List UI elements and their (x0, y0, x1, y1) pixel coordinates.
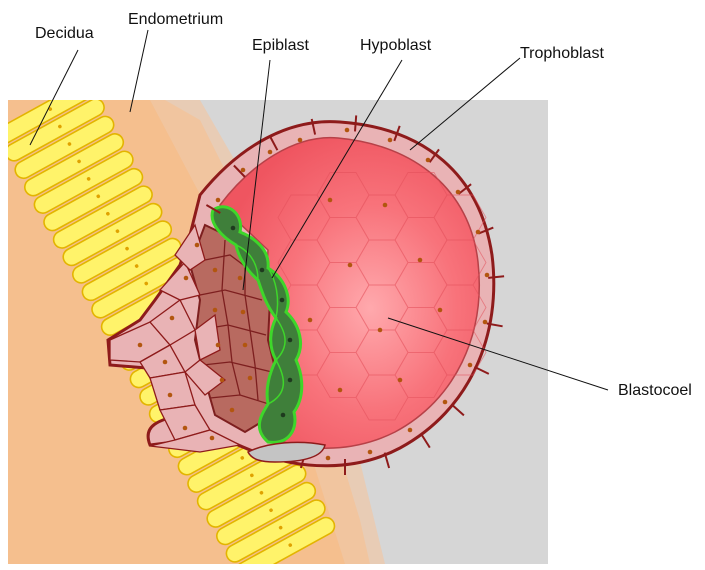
hypoblast-nucleus (280, 298, 285, 303)
endometrium-label: Endometrium (128, 11, 223, 28)
cell-nucleus (168, 393, 173, 398)
decidua-label: Decidua (35, 25, 94, 42)
cell-nucleus (485, 273, 490, 278)
trophoblast-cell-wall (355, 115, 356, 131)
cell-nucleus (238, 276, 243, 281)
cell-nucleus (243, 343, 248, 348)
cell-nucleus (418, 258, 423, 263)
cell-nucleus (476, 230, 481, 235)
epiblast-label: Epiblast (252, 37, 309, 54)
cell-nucleus (456, 190, 461, 195)
cell-nucleus (408, 428, 413, 433)
hypoblast-nucleus (231, 226, 236, 231)
cell-nucleus (398, 378, 403, 383)
cell-nucleus (308, 318, 313, 323)
cell-nucleus (328, 198, 333, 203)
hypoblast-nucleus (260, 268, 265, 273)
cell-nucleus (241, 168, 246, 173)
hypoblast-label: Hypoblast (360, 37, 432, 54)
cell-nucleus (170, 316, 175, 321)
cell-nucleus (268, 150, 273, 155)
cell-nucleus (220, 378, 225, 383)
cell-nucleus (345, 128, 350, 133)
cell-nucleus (426, 158, 431, 163)
hypoblast-nucleus (288, 378, 293, 383)
cell-nucleus (338, 388, 343, 393)
cell-nucleus (443, 400, 448, 405)
cell-nucleus (138, 343, 143, 348)
cell-nucleus (298, 138, 303, 143)
cell-nucleus (183, 426, 188, 431)
cell-nucleus (230, 408, 235, 413)
cell-nucleus (195, 243, 200, 248)
cell-nucleus (213, 308, 218, 313)
endometrium-leader (130, 30, 148, 112)
cell-nucleus (326, 456, 331, 461)
cell-nucleus (368, 450, 373, 455)
cell-nucleus (216, 198, 221, 203)
hypoblast-nucleus (288, 338, 293, 343)
cell-nucleus (163, 360, 168, 365)
hypoblast-nucleus (281, 413, 286, 418)
trophoblast-label: Trophoblast (520, 45, 604, 62)
cell-nucleus (184, 276, 189, 281)
cell-nucleus (213, 268, 218, 273)
cell-nucleus (378, 328, 383, 333)
cell-nucleus (468, 363, 473, 368)
cell-nucleus (388, 138, 393, 143)
cell-nucleus (348, 263, 353, 268)
cell-nucleus (483, 320, 488, 325)
cell-nucleus (210, 436, 215, 441)
cell-nucleus (248, 376, 253, 381)
cell-nucleus (383, 203, 388, 208)
cell-nucleus (438, 308, 443, 313)
cell-nucleus (241, 310, 246, 315)
cell-nucleus (216, 343, 221, 348)
blastocoel-label: Blastocoel (618, 382, 692, 399)
